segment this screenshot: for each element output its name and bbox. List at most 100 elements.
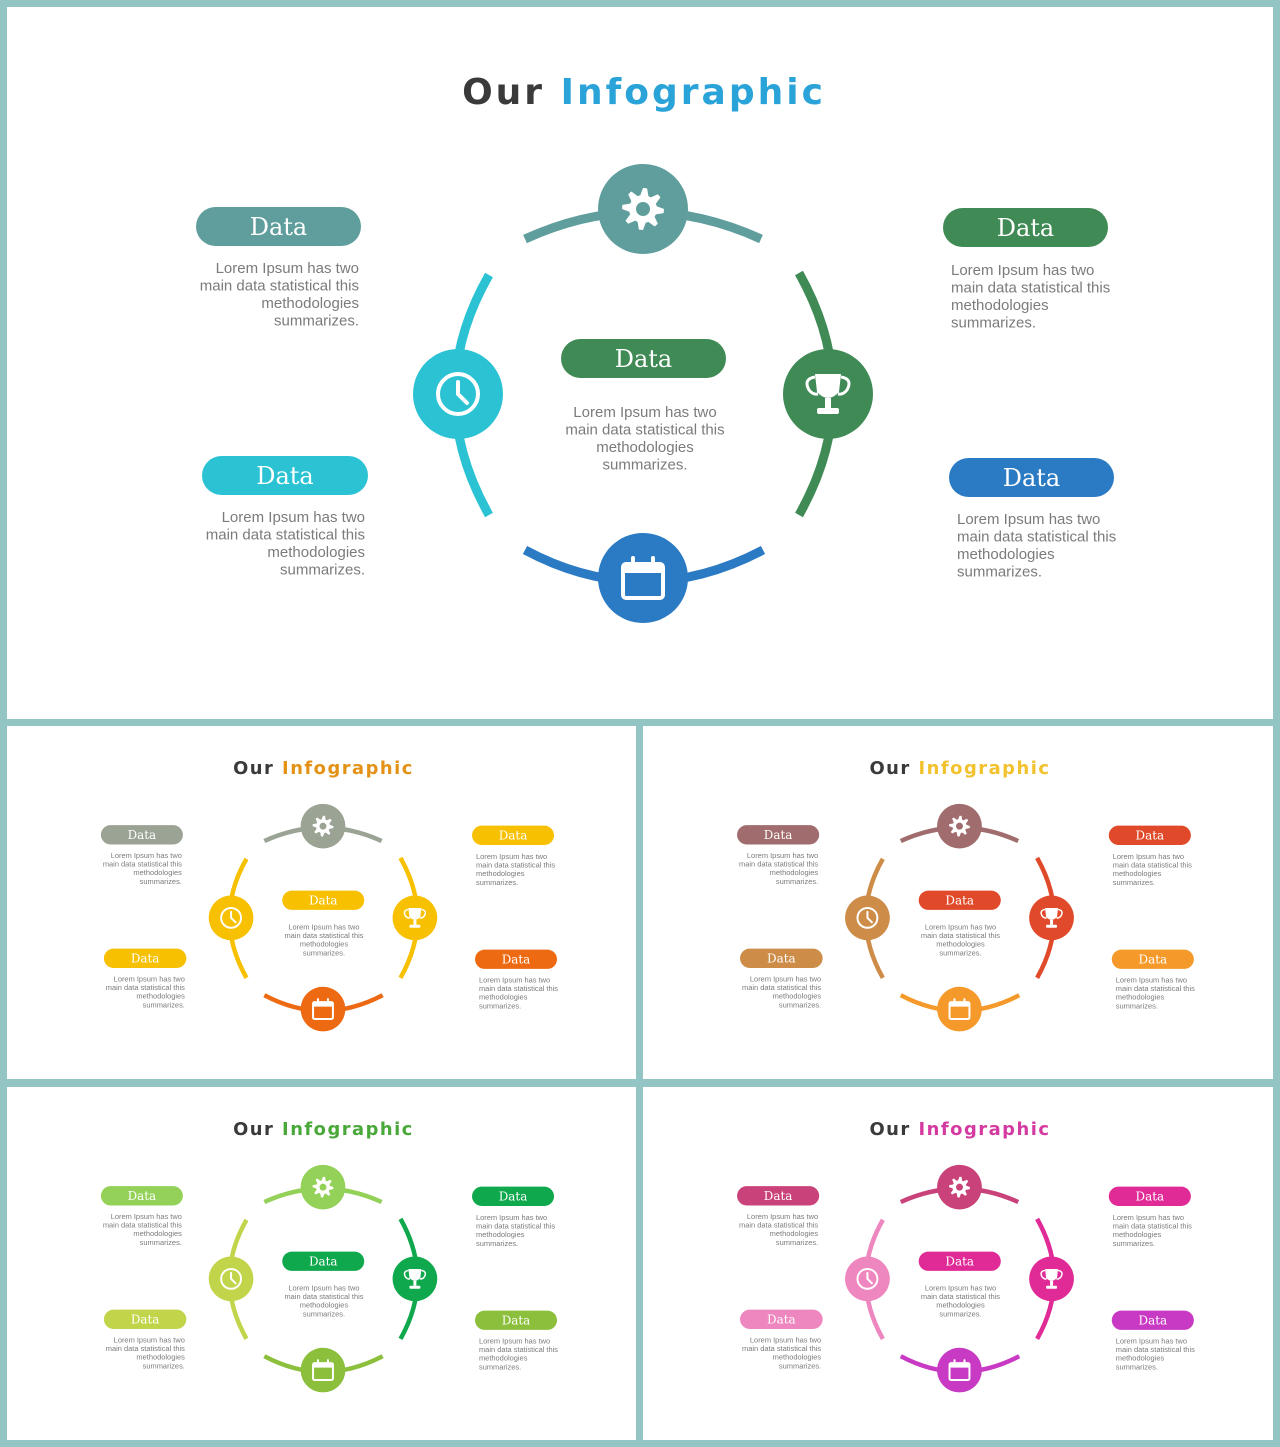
left-node (413, 349, 503, 439)
top-right-data-pill: Data (943, 208, 1108, 247)
data-label: Data (1139, 1314, 1168, 1328)
data-label: Data (764, 828, 793, 842)
data-label: Data (256, 462, 314, 490)
left-node (845, 1256, 890, 1302)
center-data-pill: Data (918, 890, 1001, 910)
top-right-data-pill: Data (1108, 825, 1191, 845)
bottom-node (937, 1347, 982, 1393)
clock-icon (856, 906, 879, 929)
top-left-data-pill: Data (100, 825, 183, 845)
title-word-our: Our (869, 758, 910, 779)
center-data-pill: Data (282, 890, 365, 910)
top-left-data-pill: Data (100, 1186, 183, 1206)
data-label: Data (499, 829, 528, 843)
trophy-icon (805, 374, 851, 414)
data-label: Data (615, 345, 673, 373)
data-label: Data (499, 1190, 528, 1204)
left-node (208, 895, 254, 941)
right-node (1029, 895, 1074, 941)
page-title: Our Infographic (462, 72, 826, 113)
bottom-right-data-pill: Data (475, 949, 558, 969)
title-word-our: Our (462, 72, 545, 113)
bottom-right-data-pill: Data (949, 458, 1114, 497)
clock-icon (220, 1267, 243, 1290)
data-label: Data (502, 952, 531, 966)
center-data-pill: Data (918, 1251, 1001, 1271)
page-title: Our Infographic (869, 1119, 1050, 1140)
data-label: Data (309, 1254, 338, 1268)
right-node (392, 1256, 438, 1302)
clock-icon (436, 372, 480, 416)
gear-icon (312, 815, 334, 837)
data-label: Data (767, 952, 796, 966)
bottom-left-data-pill: Data (740, 1309, 823, 1329)
calendar-icon (312, 998, 334, 1021)
title-word-infographic: Infographic (919, 1119, 1051, 1140)
calendar-icon (312, 1359, 334, 1382)
title-word-infographic: Infographic (282, 1119, 414, 1140)
top-right-data-pill: Data (472, 1186, 555, 1206)
left-node (845, 895, 890, 941)
top-node (300, 1164, 346, 1210)
bottom-node (598, 533, 688, 623)
trophy-icon (1040, 907, 1063, 928)
gear-icon (949, 1176, 970, 1198)
right-node (783, 349, 873, 439)
top-node (937, 1164, 982, 1210)
top-left-data-pill: Data (737, 1186, 820, 1206)
right-node (392, 895, 438, 941)
data-label: Data (1139, 953, 1168, 967)
title-word-infographic: Infographic (282, 758, 414, 779)
bottom-right-data-pill: Data (1111, 949, 1194, 969)
top-left-data-pill: Data (196, 207, 361, 246)
data-label: Data (945, 1255, 974, 1269)
top-node (598, 164, 688, 254)
data-label: Data (1003, 464, 1061, 492)
trophy-icon (1040, 1268, 1063, 1289)
page-title: Our Infographic (869, 758, 1050, 779)
bottom-left-data-pill: Data (202, 456, 368, 495)
title-word-infographic: Infographic (919, 758, 1051, 779)
clock-icon (220, 906, 243, 929)
page-title: Our Infographic (233, 1119, 414, 1140)
top-right-data-pill: Data (1108, 1186, 1191, 1206)
top-right-data-pill: Data (472, 825, 555, 845)
clock-icon (856, 1267, 879, 1290)
data-label: Data (764, 1189, 793, 1203)
title-word-our: Our (233, 1119, 274, 1140)
data-label: Data (309, 893, 338, 907)
left-node (208, 1256, 254, 1302)
bottom-left-data-pill: Data (740, 948, 823, 968)
top-node (937, 803, 982, 849)
bottom-left-data-pill: Data (103, 948, 187, 968)
data-label: Data (128, 1189, 157, 1203)
top-left-data-pill: Data (737, 825, 820, 845)
right-node (1029, 1256, 1074, 1302)
data-label: Data (997, 214, 1055, 242)
data-label: Data (128, 828, 157, 842)
data-label: Data (502, 1313, 531, 1327)
data-label: Data (250, 213, 308, 241)
